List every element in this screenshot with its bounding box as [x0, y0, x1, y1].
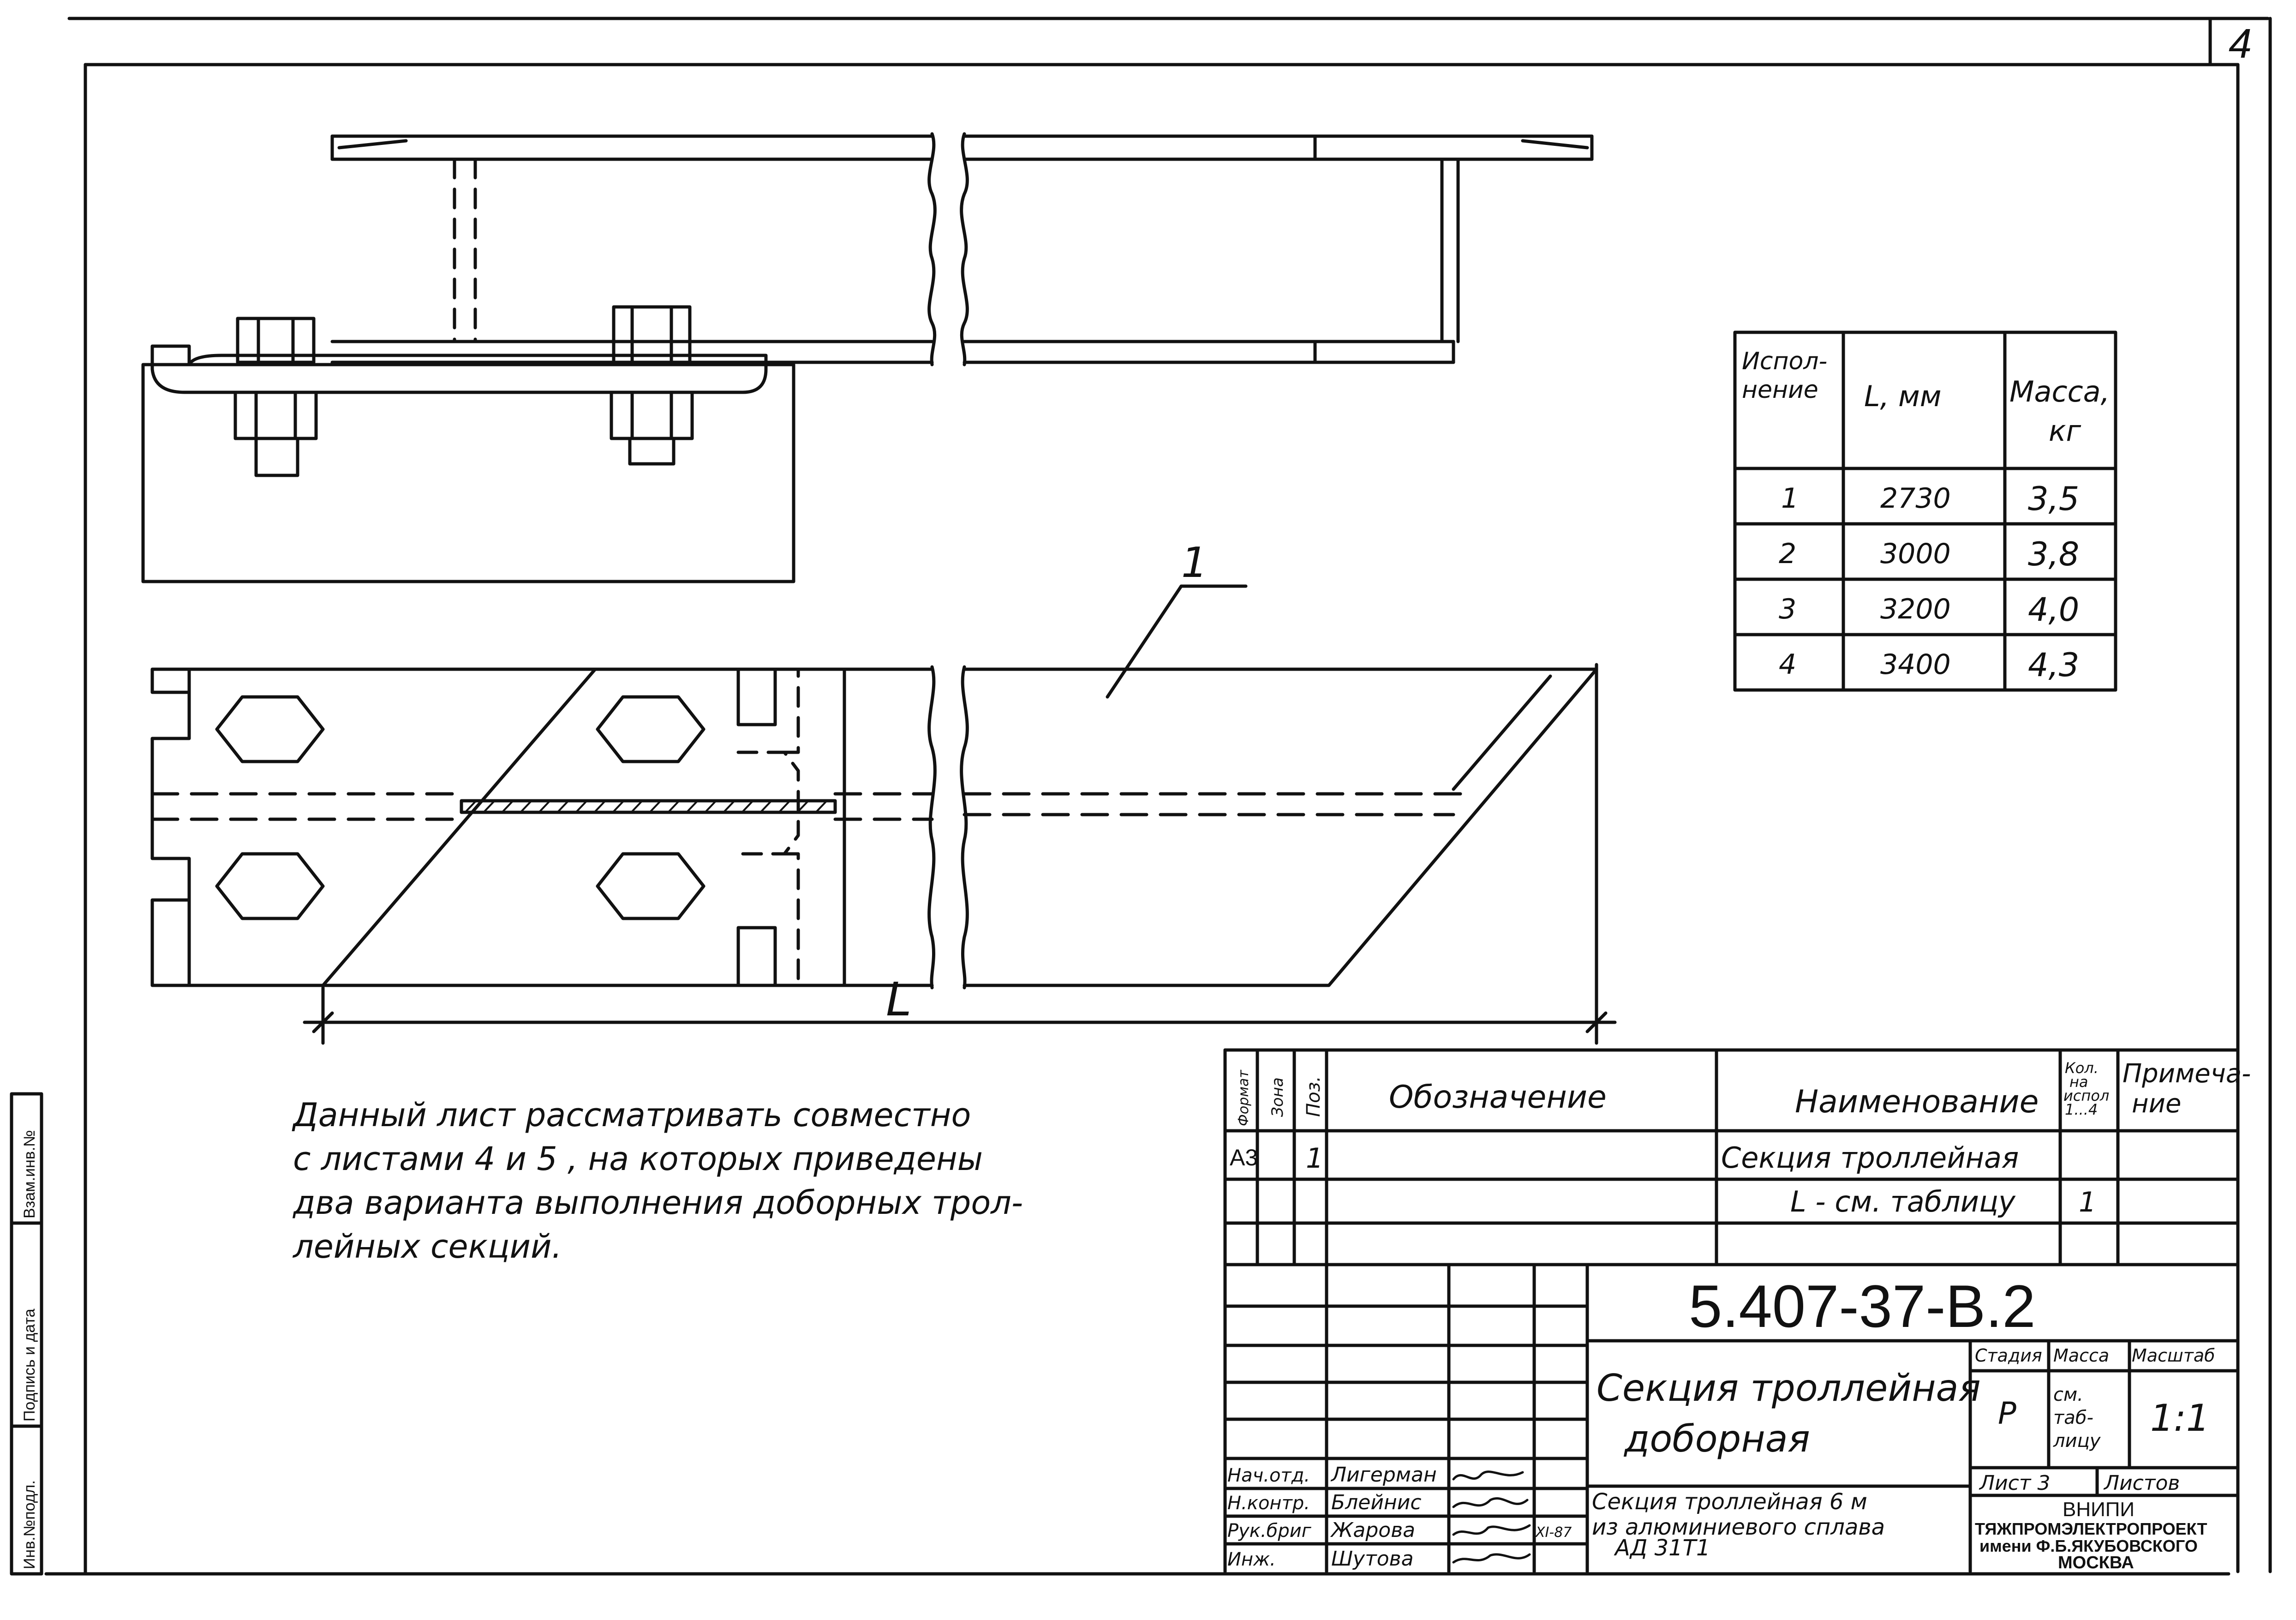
general-note: Данный лист рассматривать совместно с ли… [292, 1096, 1023, 1266]
variant-cell: 3000 [1880, 538, 1951, 570]
scale-label: Масштаб [2132, 1345, 2215, 1366]
mass-value: см.таб-лицу [2053, 1384, 2101, 1452]
title-block: 5.407-37-В.2 Секция троллейная доборная … [1227, 1272, 2215, 1572]
variant-cell: 3200 [1880, 593, 1951, 625]
signature-name: Лигерман [1330, 1463, 1437, 1487]
signature-role: Н.контр. [1227, 1493, 1310, 1514]
spec-header-note: Примеча-ние [2123, 1059, 2251, 1119]
variant-header-length: L, мм [1864, 379, 1942, 413]
variant-cell: 2730 [1880, 482, 1951, 515]
scale-value: 1:1 [2150, 1397, 2210, 1440]
variant-header-mass: Масса,кг [2009, 375, 2110, 448]
spec-header-designation: Обозначение [1389, 1079, 1607, 1116]
signature-name: Шутова [1331, 1547, 1414, 1571]
variant-cell: 4,3 [2028, 646, 2079, 684]
org-line-4: МОСКВА [2058, 1553, 2134, 1572]
position-callout-1: 1 [1181, 539, 1208, 587]
variant-cell: 4 [1779, 648, 1796, 681]
variant-cell: 4,0 [2028, 591, 2079, 629]
spec-header-pos: Поз. [1303, 1076, 1324, 1117]
note-line: с листами 4 и 5 , на которых приведены [293, 1140, 983, 1178]
dimension-label-L: L [886, 972, 912, 1026]
variant-cell: 3 [1779, 593, 1796, 625]
spec-cell-name: L - см. таблицу [1790, 1185, 2016, 1218]
signature-name: Блейнис [1331, 1491, 1422, 1514]
variant-cell: 3,8 [2028, 535, 2079, 573]
spec-cell-qty: 1 [2079, 1186, 2096, 1218]
note-line: лейных секций. [292, 1228, 562, 1266]
side-stamp [10, 1092, 43, 1576]
variant-table: Испол-нение L, мм Масса,кг 1 2730 3,5 2 … [1742, 348, 2110, 684]
sheet-number: 4 [2229, 21, 2252, 67]
spec-cell-format: А3 [1230, 1145, 1258, 1170]
variant-table-grid [1733, 330, 2117, 692]
sheet-label: Лист 3 [1979, 1471, 2050, 1495]
spec-header-zone: Зона [1268, 1077, 1287, 1117]
spec-cell-pos: 1 [1306, 1142, 1323, 1175]
variant-header-variant: Испол-нение [1742, 348, 1827, 404]
spec-table: Формат Зона Поз. Обозначение Наименовани… [1230, 1059, 2251, 1218]
variant-cell: 2 [1779, 538, 1796, 570]
side-stamp-text: Инв.№подл. Подпись и дата Взам.инв.№ [21, 1130, 38, 1569]
variant-cell: 3,5 [2028, 480, 2079, 518]
side-stamp-cell: Инв.№подл. [21, 1480, 38, 1569]
mass-label: Масса [2053, 1345, 2109, 1366]
signature-role: Рук.бриг [1227, 1520, 1312, 1542]
spec-header-name: Наименование [1795, 1084, 2039, 1120]
signature-role: Нач.отд. [1227, 1465, 1310, 1486]
signature-date: XI-87 [1535, 1524, 1572, 1541]
plan-view [150, 584, 1617, 1045]
stage-value: Р [1998, 1396, 2016, 1431]
side-stamp-cell: Подпись и дата [21, 1308, 38, 1422]
top-view [141, 132, 1594, 583]
document-code: 5.407-37-В.2 [1689, 1272, 2036, 1340]
side-stamp-cell: Взам.инв.№ [21, 1130, 38, 1218]
title-line-1: Секция троллейная [1596, 1367, 1981, 1410]
spec-header-format: Формат [1236, 1069, 1252, 1126]
stage-label: Стадия [1975, 1345, 2042, 1366]
signature-name: Жарова [1330, 1518, 1415, 1542]
title-block-grid [1223, 1048, 2240, 1573]
signature-role: Инж. [1227, 1549, 1276, 1570]
sheet-frame [44, 17, 2272, 1576]
variant-cell: 3400 [1880, 648, 1951, 681]
note-line: Данный лист рассматривать совместно [292, 1096, 971, 1134]
org-line-1: ВНИПИ [2063, 1498, 2135, 1521]
org-line-2: ТЯЖПРОМЭЛЕКТРОПРОЕКТ [1975, 1519, 2207, 1538]
note-line: два варианта выполнения доборных трол- [293, 1184, 1023, 1222]
spec-cell-name: Секция троллейная [1721, 1141, 2019, 1175]
org-line-3: имени Ф.Б.ЯКУБОВСКОГО [1979, 1536, 2198, 1555]
title-line-2: доборная [1623, 1417, 1810, 1460]
variant-cell: 1 [1781, 482, 1799, 515]
material-text: Секция троллейная 6 м из алюминиевого сп… [1592, 1489, 1892, 1561]
sheets-label: Листов [2103, 1471, 2180, 1495]
signatures-scribbles [1452, 1470, 1531, 1564]
